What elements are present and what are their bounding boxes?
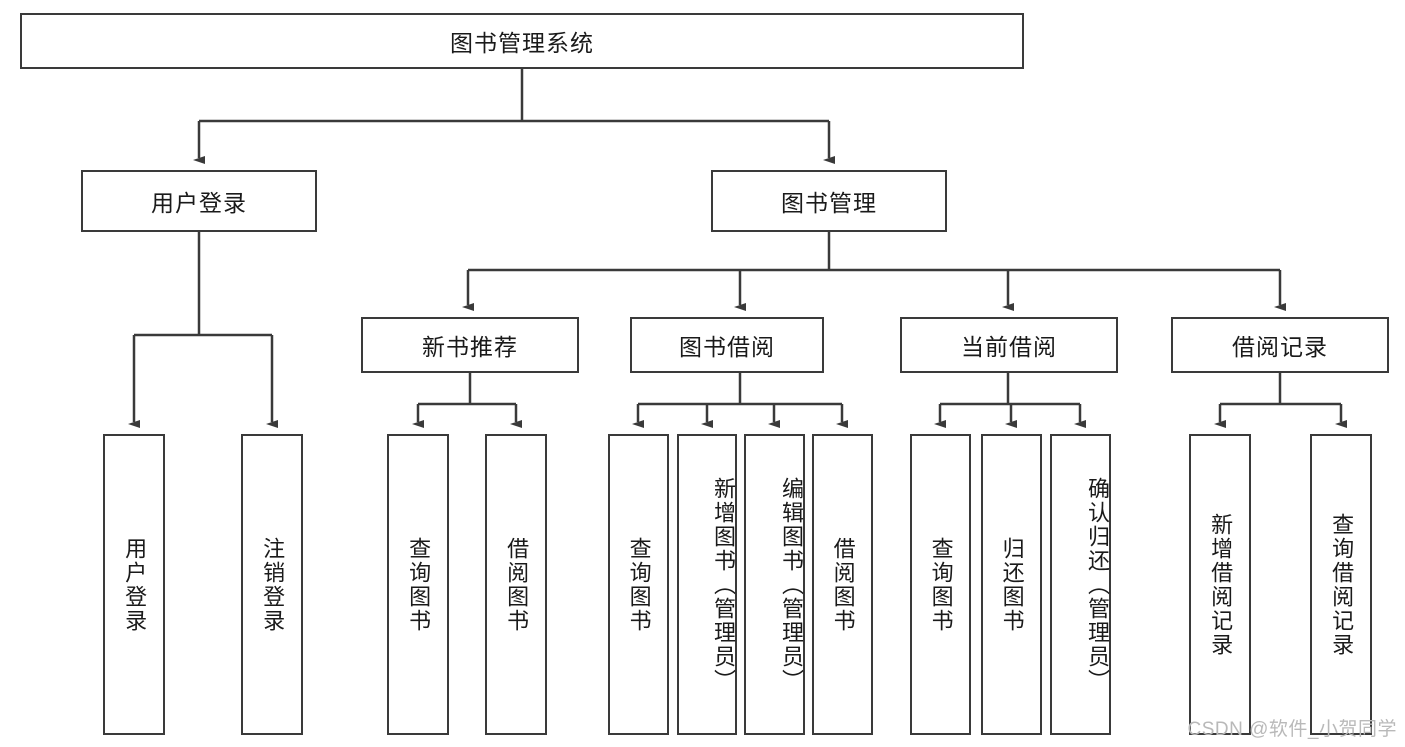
leaf-borrow-query-book[interactable]: 查询图书 <box>608 434 669 735</box>
leaf-borrow-edit-book[interactable]: 编辑图书（管理员） <box>744 434 805 735</box>
leaf-record-query[interactable]: 查询借阅记录 <box>1310 434 1372 735</box>
leaf-current-confirm-return[interactable]: 确认归还（管理员） <box>1050 434 1111 735</box>
leaf-current-return-book[interactable]: 归还图书 <box>981 434 1042 735</box>
node-book-management[interactable]: 图书管理 <box>711 170 947 232</box>
leaf-borrow-borrow-book-label: 借阅图书 <box>830 536 856 633</box>
leaf-newbook-query-book-label: 查询图书 <box>406 536 432 633</box>
node-borrow-record-label: 借阅记录 <box>1232 334 1328 360</box>
leaf-borrow-add-book[interactable]: 新增图书（管理员） <box>677 434 737 735</box>
leaf-borrow-add-book-label: 新增图书（管理员） <box>711 476 736 693</box>
node-new-book-recommend-label: 新书推荐 <box>422 334 518 360</box>
node-book-borrow[interactable]: 图书借阅 <box>630 317 824 373</box>
watermark: CSDN @软件_小贺同学 <box>1187 719 1397 740</box>
node-current-borrow[interactable]: 当前借阅 <box>900 317 1118 373</box>
leaf-current-return-book-label: 归还图书 <box>999 536 1025 633</box>
node-root[interactable]: 图书管理系统 <box>20 13 1024 69</box>
leaf-borrow-borrow-book[interactable]: 借阅图书 <box>812 434 873 735</box>
leaf-user-logout-label: 注销登录 <box>260 536 286 633</box>
leaf-newbook-borrow-book[interactable]: 借阅图书 <box>485 434 547 735</box>
leaf-user-login[interactable]: 用户登录 <box>103 434 165 735</box>
leaf-current-query-book-label: 查询图书 <box>928 536 954 633</box>
leaf-record-add[interactable]: 新增借阅记录 <box>1189 434 1251 735</box>
node-current-borrow-label: 当前借阅 <box>961 334 1057 360</box>
leaf-borrow-query-book-label: 查询图书 <box>626 536 652 633</box>
node-user-login[interactable]: 用户登录 <box>81 170 317 232</box>
node-user-login-label: 用户登录 <box>151 190 247 216</box>
leaf-current-confirm-return-label: 确认归还（管理员） <box>1085 476 1110 693</box>
node-new-book-recommend[interactable]: 新书推荐 <box>361 317 579 373</box>
node-borrow-record[interactable]: 借阅记录 <box>1171 317 1389 373</box>
node-root-label: 图书管理系统 <box>450 30 594 56</box>
node-book-management-label: 图书管理 <box>781 190 877 216</box>
leaf-record-query-label: 查询借阅记录 <box>1329 512 1355 657</box>
leaf-borrow-edit-book-label: 编辑图书（管理员） <box>779 476 804 693</box>
leaf-newbook-query-book[interactable]: 查询图书 <box>387 434 449 735</box>
leaf-record-add-label: 新增借阅记录 <box>1208 512 1234 657</box>
leaf-current-query-book[interactable]: 查询图书 <box>910 434 971 735</box>
leaf-user-login-label: 用户登录 <box>122 536 148 633</box>
node-book-borrow-label: 图书借阅 <box>679 334 775 360</box>
leaf-newbook-borrow-book-label: 借阅图书 <box>504 536 530 633</box>
leaf-user-logout[interactable]: 注销登录 <box>241 434 303 735</box>
